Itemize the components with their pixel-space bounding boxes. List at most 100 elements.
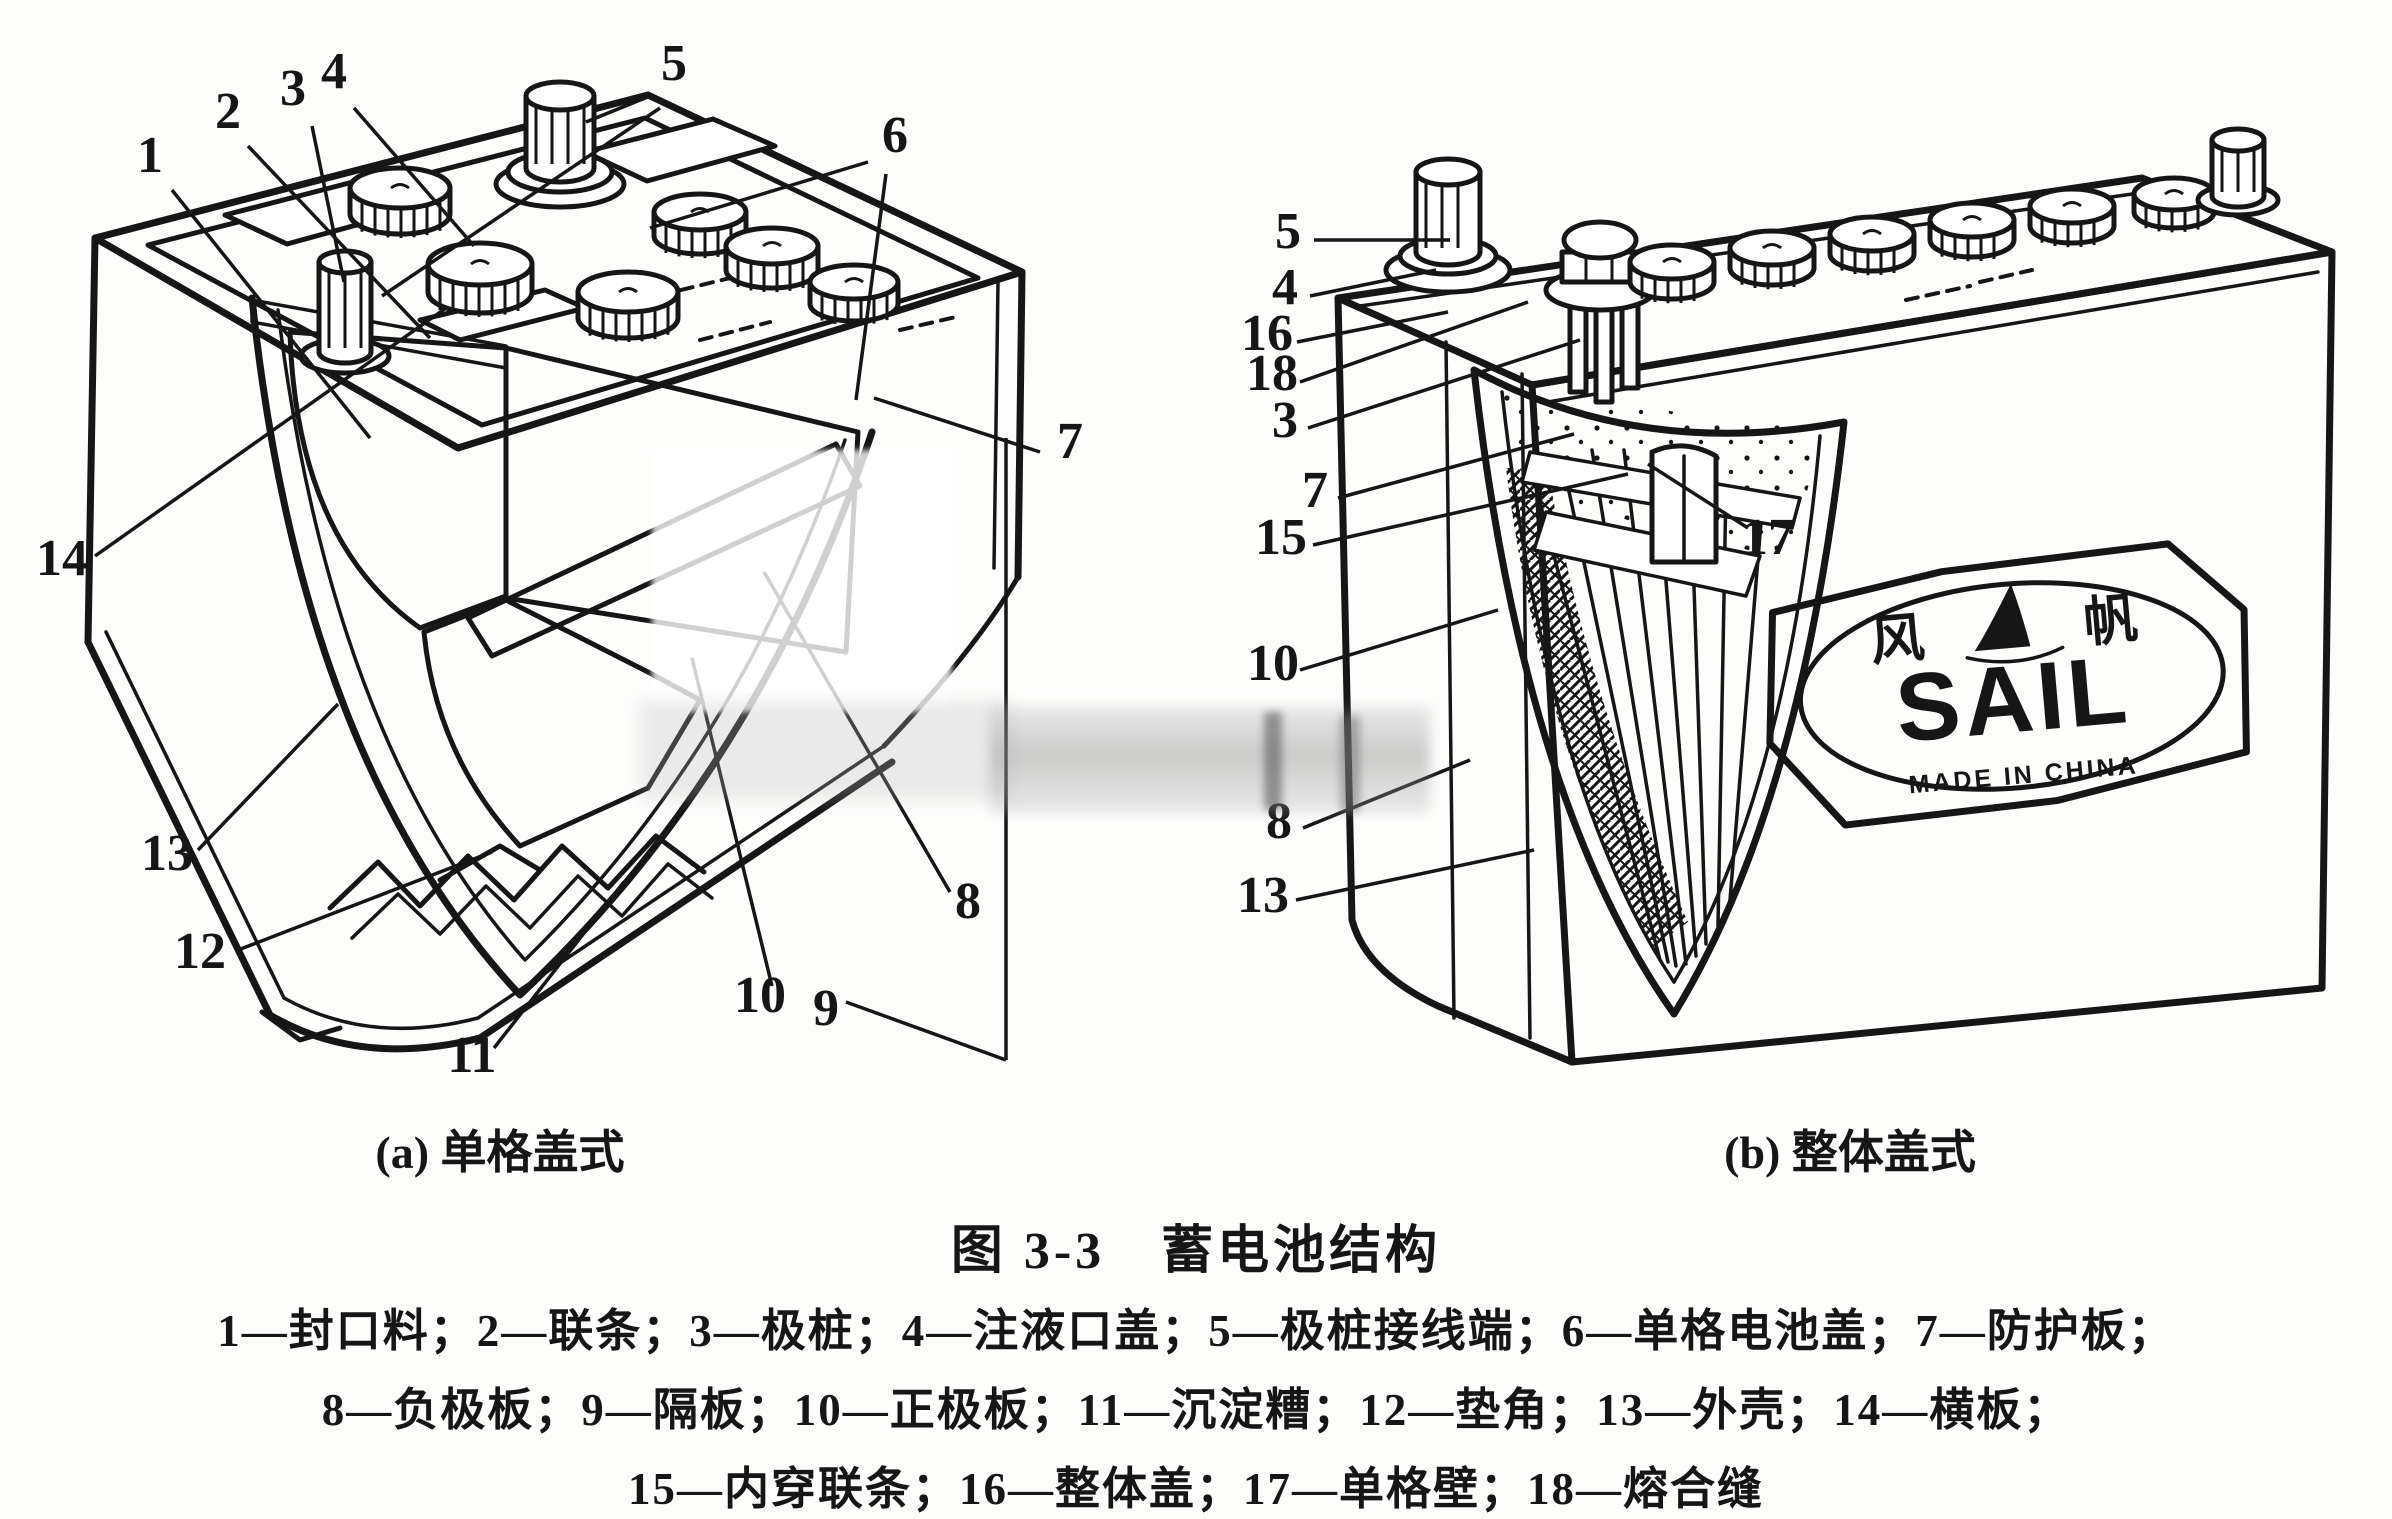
callout-leader-12 bbox=[237, 850, 493, 952]
filler-cap-top bbox=[2027, 186, 2117, 226]
callout-label-5: 5 bbox=[661, 35, 687, 92]
logo-char-right: 帆 bbox=[2081, 589, 2140, 653]
sediment-ridges-inner bbox=[350, 862, 714, 940]
battery-a-drawing bbox=[84, 79, 1026, 1053]
battery-b-drawing: 风 帆 SAIL MADE IN CHINA bbox=[1334, 126, 2336, 1066]
terminal-top bbox=[523, 79, 597, 113]
sail-logo: 风 帆 SAIL MADE IN CHINA bbox=[1766, 540, 2250, 829]
callout-label-8: 8 bbox=[1266, 793, 1292, 850]
case-bottom-inner bbox=[282, 744, 886, 1030]
callout-label-3: 3 bbox=[280, 60, 306, 117]
callout-leader-13 bbox=[196, 702, 340, 852]
left-wall-layer-1 bbox=[1444, 340, 1456, 1020]
terminal-top bbox=[1413, 156, 1483, 188]
callout-label-11: 11 bbox=[447, 1027, 496, 1084]
filler-cap-top bbox=[347, 165, 453, 211]
top-face-hatch-3 bbox=[898, 314, 962, 332]
top-face-hatch-2 bbox=[698, 320, 772, 342]
filler-cap-vent bbox=[1662, 257, 1682, 264]
callout-leader-17 bbox=[1647, 462, 1749, 530]
callout-leader-10 bbox=[690, 657, 774, 987]
pole-prong-3 bbox=[1619, 297, 1641, 391]
legend-line-3: 15—内穿联条；16—整体盖；17—单格壁；18—熔合缝 bbox=[627, 1463, 1764, 1514]
filler-cap-top bbox=[1827, 214, 1917, 254]
callout-leader-6 bbox=[649, 160, 869, 230]
case-lower-left-inner bbox=[104, 630, 286, 1000]
lower-grid-panel bbox=[421, 597, 703, 849]
case-left-edge bbox=[84, 234, 99, 646]
bottom-foot-pad bbox=[437, 843, 543, 883]
callout-leader-8 bbox=[1302, 758, 1471, 830]
callout-label-7: 7 bbox=[1302, 462, 1328, 519]
caption-a: (a) 单格盖式 bbox=[375, 1127, 625, 1178]
callout-leader-9 bbox=[845, 1000, 1007, 1062]
filler-cap-top bbox=[723, 225, 821, 267]
top-face-hatch-b1 bbox=[1904, 284, 1972, 302]
filler-cap-vent bbox=[390, 183, 410, 190]
callout-label-13: 13 bbox=[1237, 867, 1289, 924]
callout-label-2: 2 bbox=[215, 83, 241, 140]
callout-leader-1 bbox=[170, 188, 372, 440]
pole-prong-1 bbox=[1567, 297, 1589, 395]
terminal-wall bbox=[523, 93, 597, 185]
callout-label-4: 4 bbox=[321, 43, 347, 100]
callout-label-10: 10 bbox=[1247, 635, 1299, 692]
callout-leader-13 bbox=[1295, 848, 1535, 902]
callout-leader-14 bbox=[93, 306, 448, 558]
plate-stack-panel bbox=[287, 329, 509, 631]
callout-label-10: 10 bbox=[734, 967, 786, 1024]
callout-leader-2 bbox=[246, 144, 432, 340]
filler-cap-vent bbox=[2062, 201, 2082, 208]
callout-leader-16 bbox=[1296, 310, 1449, 344]
figure-title: 图 3-3 蓄电池结构 bbox=[950, 1223, 1442, 1280]
callout-label-4: 4 bbox=[1272, 259, 1298, 316]
callout-leader-4 bbox=[1309, 268, 1437, 298]
filler-cap-top bbox=[425, 240, 535, 288]
callout-label-16: 16 bbox=[1241, 305, 1293, 362]
case-lower-left-edge bbox=[84, 638, 274, 1019]
logo-outline bbox=[1766, 540, 2250, 829]
callout-leader-5 bbox=[381, 106, 661, 298]
callout-label-12: 12 bbox=[174, 923, 226, 980]
callout-leader-5 bbox=[585, 94, 651, 124]
callout-label-17: 17 bbox=[1742, 509, 1794, 566]
cover-front-lip bbox=[1546, 270, 2320, 404]
callout-label-5: 5 bbox=[1275, 203, 1301, 260]
top-face-hatch-1 bbox=[638, 276, 732, 302]
sediment-ridges bbox=[327, 833, 707, 911]
pole-nut-assembly bbox=[1543, 219, 1657, 405]
case-left-face bbox=[1334, 294, 1576, 1066]
pole-prong-2 bbox=[1593, 301, 1615, 405]
cell-cover-right bbox=[582, 116, 778, 184]
caption-b: (b) 整体盖式 bbox=[1724, 1127, 1976, 1178]
logo-char-left: 风 bbox=[1868, 608, 1927, 672]
top-face-hatch-b2 bbox=[1978, 268, 2034, 284]
filler-cap-vent bbox=[762, 241, 782, 248]
callout-label-9: 9 bbox=[813, 980, 839, 1037]
logo-brand-text: SAIL bbox=[1891, 636, 2134, 763]
callout-leader-10 bbox=[1299, 608, 1499, 672]
logo-oval bbox=[1797, 580, 2226, 792]
filler-cap-top bbox=[1927, 200, 2017, 240]
callout-label-6: 6 bbox=[882, 107, 908, 164]
filler-cap-top bbox=[575, 269, 681, 315]
callout-leader-3 bbox=[310, 125, 346, 283]
legend: 1—封口料；2—联条；3—极桩；4—注液口盖；5—极桩接线端；6—单格电池盖；7… bbox=[0, 1292, 2392, 1519]
callout-leader-3 bbox=[1307, 338, 1581, 430]
case-cut-bottom-right bbox=[881, 574, 1021, 749]
case-front-face bbox=[1528, 248, 2336, 1066]
filler-cap-vent bbox=[1762, 243, 1782, 250]
callout-label-1: 1 bbox=[137, 127, 163, 184]
sailboat-icon bbox=[1965, 583, 2065, 664]
case-right-wall bbox=[1014, 268, 1026, 581]
bottom-corner-foot bbox=[259, 1009, 343, 1043]
filler-caps-b bbox=[1383, 126, 2281, 304]
terminal-top bbox=[316, 248, 374, 276]
callout-label-8: 8 bbox=[955, 873, 981, 930]
callout-leader-6 bbox=[854, 173, 888, 401]
callout-leader-8 bbox=[762, 571, 952, 893]
